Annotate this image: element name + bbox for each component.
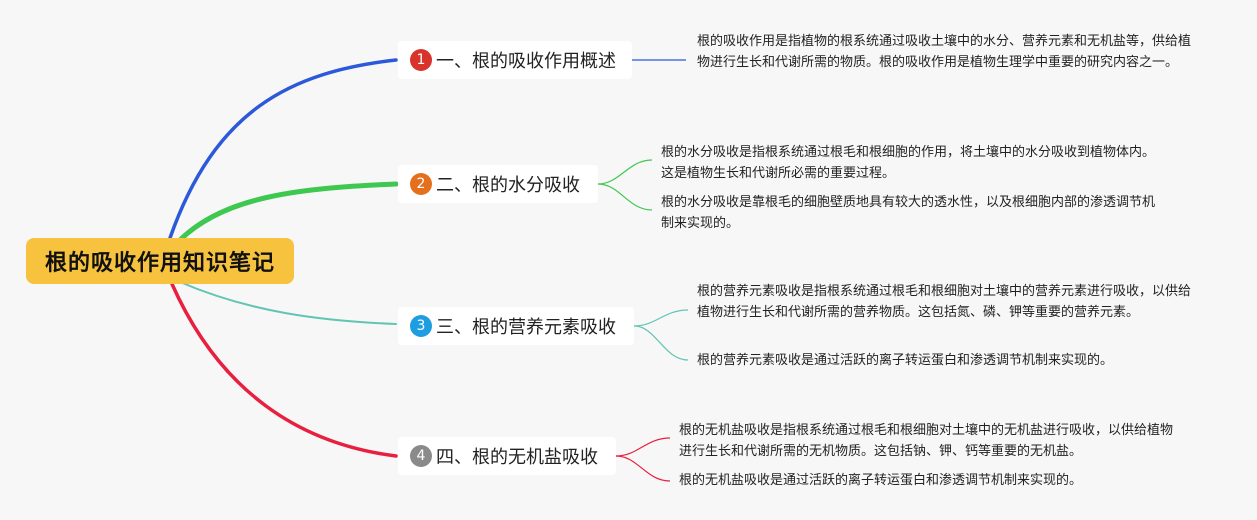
connector-leaf-3-2 bbox=[633, 325, 689, 361]
connector-branch-3 bbox=[179, 281, 397, 325]
connector-branch-4 bbox=[170, 282, 398, 458]
branch-topic-1[interactable]: 1 一、根的吸收作用概述 bbox=[398, 41, 632, 79]
branch-topic-label: 四、根的无机盐吸收 bbox=[436, 447, 598, 468]
branch-number-badge: 2 bbox=[410, 173, 432, 195]
branch-number-badge: 4 bbox=[410, 445, 432, 467]
connector-leaf-2-2 bbox=[597, 183, 653, 211]
branch-topic-2[interactable]: 2 二、根的水分吸收 bbox=[398, 165, 598, 203]
leaf-note-3-1: 根的营养元素吸收是指根系统通过根毛和根细胞对土壤中的营养元素进行吸收，以供给植物… bbox=[697, 284, 1192, 320]
leaf-note-4-2: 根的无机盐吸收是通过活跃的离子转运蛋白和渗透调节机制来实现的。 bbox=[679, 473, 1083, 488]
branch-topic-label: 一、根的吸收作用概述 bbox=[436, 51, 616, 72]
connector-leaf-4-1 bbox=[615, 437, 671, 457]
branch-topic-4[interactable]: 4 四、根的无机盐吸收 bbox=[398, 437, 616, 475]
root-topic[interactable]: 根的吸收作用知识笔记 bbox=[26, 238, 294, 284]
connector-branch-1 bbox=[168, 58, 398, 240]
leaf-note-1-1: 根的吸收作用是指植物的根系统通过吸收土壤中的水分、营养元素和无机盐等，供给植物进… bbox=[697, 34, 1192, 70]
leaf-note-4-1: 根的无机盐吸收是指根系统通过根毛和根细胞对土壤中的无机盐进行吸收，以供给植物进行… bbox=[679, 423, 1174, 459]
branch-topic-3[interactable]: 3 三、根的营养元素吸收 bbox=[398, 307, 634, 345]
leaf-note-2-1: 根的水分吸收是指根系统通过根毛和根细胞的作用，将土壤中的水分吸收到植物体内。这是… bbox=[661, 145, 1156, 181]
connector-leaf-4-2 bbox=[615, 455, 671, 482]
branch-number-badge: 1 bbox=[410, 49, 432, 71]
leaf-note-3-2: 根的营养元素吸收是通过活跃的离子转运蛋白和渗透调节机制来实现的。 bbox=[697, 353, 1114, 368]
connector-branch-2 bbox=[177, 181, 399, 243]
branch-topic-label: 二、根的水分吸收 bbox=[436, 175, 580, 196]
leaf-note-2-2: 根的水分吸收是靠根毛的细胞壁质地具有较大的透水性，以及根细胞内部的渗透调节机制来… bbox=[661, 195, 1156, 231]
branch-topic-label: 三、根的营养元素吸收 bbox=[436, 317, 616, 338]
branch-number-badge: 3 bbox=[410, 315, 432, 337]
connector-leaf-3-1 bbox=[633, 309, 689, 327]
root-topic-label: 根的吸收作用知识笔记 bbox=[44, 251, 275, 276]
connector-leaf-2-1 bbox=[597, 159, 653, 185]
